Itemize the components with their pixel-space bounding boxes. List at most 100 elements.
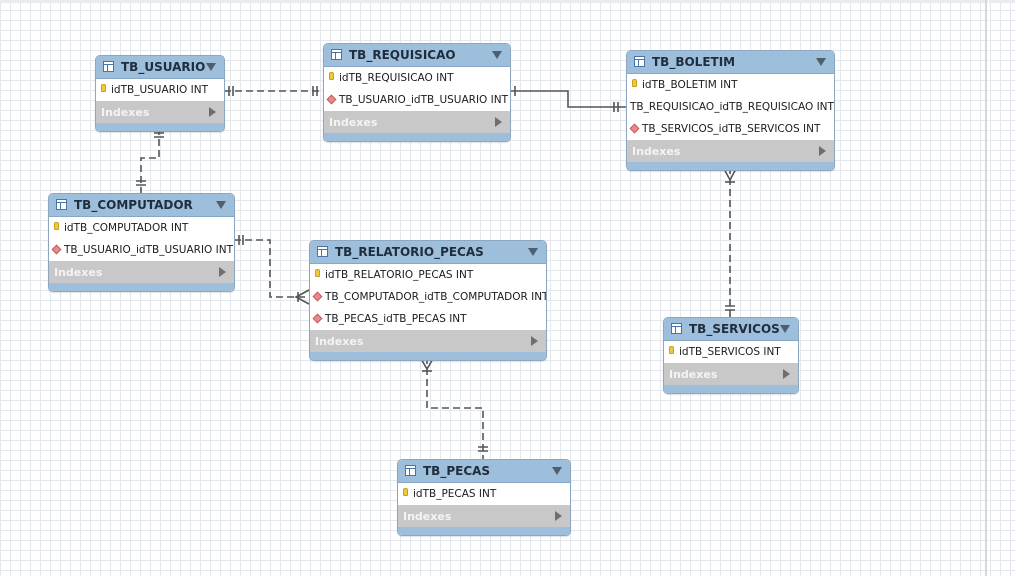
indexes-label: Indexes — [669, 368, 718, 381]
column-name: idTB_COMPUTADOR INT — [64, 222, 189, 234]
column-name: TB_USUARIO_idTB_USUARIO INT — [339, 94, 509, 106]
foreign-key-icon — [312, 313, 323, 324]
column-row[interactable]: TB_USUARIO_idTB_USUARIO INT — [324, 89, 510, 111]
table-tb-computador[interactable]: TB_COMPUTADOR idTB_COMPUTADOR INT TB_USU… — [48, 193, 235, 292]
canvas-top-border — [0, 0, 1015, 3]
relationship-usuario-computador[interactable] — [136, 128, 164, 193]
table-title: TB_RELATORIO_PECAS — [335, 245, 484, 259]
table-footer — [49, 283, 234, 291]
expand-arrow-icon[interactable] — [783, 369, 790, 379]
table-header[interactable]: TB_REQUISICAO — [324, 44, 510, 67]
column-row[interactable]: TB_SERVICOS_idTB_SERVICOS INT — [627, 118, 834, 140]
primary-key-icon — [632, 79, 637, 87]
table-title: TB_PECAS — [423, 464, 491, 478]
table-tb-servicos[interactable]: TB_SERVICOS idTB_SERVICOS INT Indexes — [663, 317, 799, 394]
expand-arrow-icon[interactable] — [219, 267, 226, 277]
column-row[interactable]: TB_REQUISICAO_idTB_REQUISICAO INT — [627, 96, 834, 118]
indexes-label: Indexes — [403, 510, 452, 523]
table-title: TB_BOLETIM — [652, 55, 736, 69]
column-name: idTB_SERVICOS INT — [679, 346, 781, 358]
foreign-key-icon — [326, 94, 337, 105]
indexes-section[interactable]: Indexes — [627, 140, 834, 162]
column-name: idTB_RELATORIO_PECAS INT — [325, 269, 474, 281]
indexes-label: Indexes — [54, 266, 103, 279]
relationship-usuario-requisicao[interactable] — [224, 86, 323, 96]
column-row[interactable]: idTB_SERVICOS INT — [664, 341, 798, 363]
table-tb-requisicao[interactable]: TB_REQUISICAO idTB_REQUISICAO INT TB_USU… — [323, 43, 511, 142]
column-row[interactable]: idTB_RELATORIO_PECAS INT — [310, 264, 546, 286]
column-row[interactable]: idTB_COMPUTADOR INT — [49, 217, 234, 239]
table-tb-relatorio-pecas[interactable]: TB_RELATORIO_PECAS idTB_RELATORIO_PECAS … — [309, 240, 547, 361]
expand-arrow-icon[interactable] — [209, 107, 216, 117]
primary-key-icon — [54, 222, 59, 230]
column-name: TB_PECAS_idTB_PECAS INT — [325, 313, 467, 325]
primary-key-icon — [329, 72, 334, 80]
table-footer — [398, 527, 570, 535]
relationship-computador-relatorio[interactable] — [234, 235, 310, 305]
table-title: TB_SERVICOS — [689, 322, 780, 336]
table-footer — [310, 352, 546, 360]
relationship-pecas-relatorio[interactable] — [419, 356, 488, 459]
table-footer — [324, 133, 510, 141]
chevron-down-icon[interactable] — [216, 201, 226, 209]
column-row[interactable]: idTB_USUARIO INT — [96, 79, 224, 101]
primary-key-icon — [403, 488, 408, 496]
table-title: TB_REQUISICAO — [349, 48, 456, 62]
expand-arrow-icon[interactable] — [495, 117, 502, 127]
chevron-down-icon[interactable] — [816, 58, 826, 66]
table-title: TB_COMPUTADOR — [74, 198, 193, 212]
column-row[interactable]: idTB_BOLETIM INT — [627, 74, 834, 96]
column-row[interactable]: idTB_REQUISICAO INT — [324, 67, 510, 89]
column-name: idTB_PECAS INT — [413, 488, 497, 500]
column-name: TB_COMPUTADOR_idTB_COMPUTADOR INT — [325, 291, 547, 303]
indexes-label: Indexes — [329, 116, 378, 129]
foreign-key-icon — [51, 244, 62, 255]
chevron-down-icon[interactable] — [528, 248, 538, 256]
table-header[interactable]: TB_USUARIO — [96, 56, 224, 79]
table-header[interactable]: TB_BOLETIM — [627, 51, 834, 74]
table-tb-pecas[interactable]: TB_PECAS idTB_PECAS INT Indexes — [397, 459, 571, 536]
table-title: TB_USUARIO — [121, 60, 206, 74]
chevron-down-icon[interactable] — [780, 325, 790, 333]
expand-arrow-icon[interactable] — [555, 511, 562, 521]
table-footer — [627, 162, 834, 170]
chevron-down-icon[interactable] — [492, 51, 502, 59]
table-header[interactable]: TB_COMPUTADOR — [49, 194, 234, 217]
column-row[interactable]: TB_COMPUTADOR_idTB_COMPUTADOR INT — [310, 286, 546, 308]
relationship-servicos-boletim[interactable] — [722, 166, 738, 317]
primary-key-icon — [315, 269, 320, 277]
column-name: TB_USUARIO_idTB_USUARIO INT — [64, 244, 234, 256]
chevron-down-icon[interactable] — [206, 63, 216, 71]
foreign-key-icon — [312, 291, 323, 302]
expand-arrow-icon[interactable] — [819, 146, 826, 156]
table-icon — [317, 246, 328, 257]
table-header[interactable]: TB_PECAS — [398, 460, 570, 483]
column-row[interactable]: TB_PECAS_idTB_PECAS INT — [310, 308, 546, 330]
table-icon — [56, 199, 67, 210]
chevron-down-icon[interactable] — [552, 467, 562, 475]
table-header[interactable]: TB_RELATORIO_PECAS — [310, 241, 546, 264]
primary-key-icon — [669, 346, 674, 354]
table-header[interactable]: TB_SERVICOS — [664, 318, 798, 341]
canvas-right-edge — [985, 0, 987, 576]
table-tb-boletim[interactable]: TB_BOLETIM idTB_BOLETIM INT TB_REQUISICA… — [626, 50, 835, 171]
indexes-section[interactable]: Indexes — [398, 505, 570, 527]
relationship-requisicao-boletim[interactable] — [510, 86, 626, 112]
indexes-section[interactable]: Indexes — [664, 363, 798, 385]
column-name: TB_REQUISICAO_idTB_REQUISICAO INT — [630, 101, 834, 113]
indexes-section[interactable]: Indexes — [310, 330, 546, 352]
primary-key-icon — [101, 84, 106, 92]
column-name: idTB_REQUISICAO INT — [339, 72, 454, 84]
indexes-label: Indexes — [315, 335, 364, 348]
column-name: idTB_BOLETIM INT — [642, 79, 738, 91]
expand-arrow-icon[interactable] — [531, 336, 538, 346]
column-row[interactable]: idTB_PECAS INT — [398, 483, 570, 505]
table-tb-usuario[interactable]: TB_USUARIO idTB_USUARIO INT Indexes — [95, 55, 225, 132]
table-icon — [405, 465, 416, 476]
indexes-label: Indexes — [632, 145, 681, 158]
column-row[interactable]: TB_USUARIO_idTB_USUARIO INT — [49, 239, 234, 261]
indexes-section[interactable]: Indexes — [49, 261, 234, 283]
indexes-section[interactable]: Indexes — [324, 111, 510, 133]
indexes-section[interactable]: Indexes — [96, 101, 224, 123]
